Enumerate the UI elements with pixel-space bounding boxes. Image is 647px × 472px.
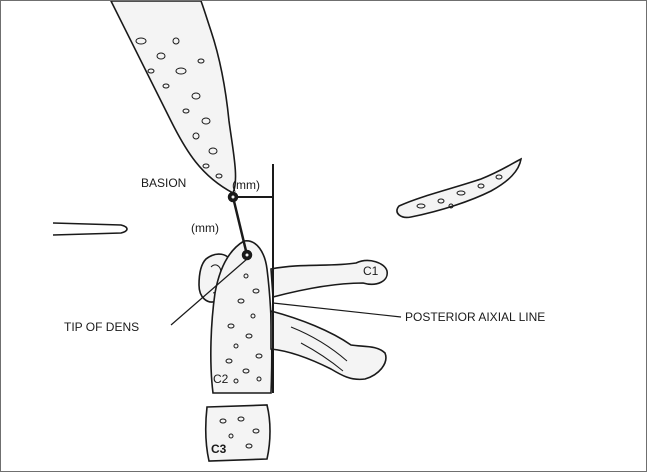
clivus-bone xyxy=(111,1,236,193)
mm-diagonal-label: (mm) xyxy=(191,221,219,235)
posterior-line-leader xyxy=(273,303,401,317)
hard-palate xyxy=(53,223,127,235)
c1-label: C1 xyxy=(363,264,379,278)
basion-label: BASION xyxy=(141,176,186,190)
posterior-axial-line-label: POSTERIOR AIXIAL LINE xyxy=(405,310,545,324)
c3-label: C3 xyxy=(211,442,227,456)
occipital-fragment xyxy=(397,159,521,217)
tip-of-dens-label: TIP OF DENS xyxy=(64,320,139,334)
mm-horizontal-label: (mm) xyxy=(232,178,260,192)
c2-spinous-process xyxy=(271,311,386,379)
c2-label: C2 xyxy=(213,372,229,386)
